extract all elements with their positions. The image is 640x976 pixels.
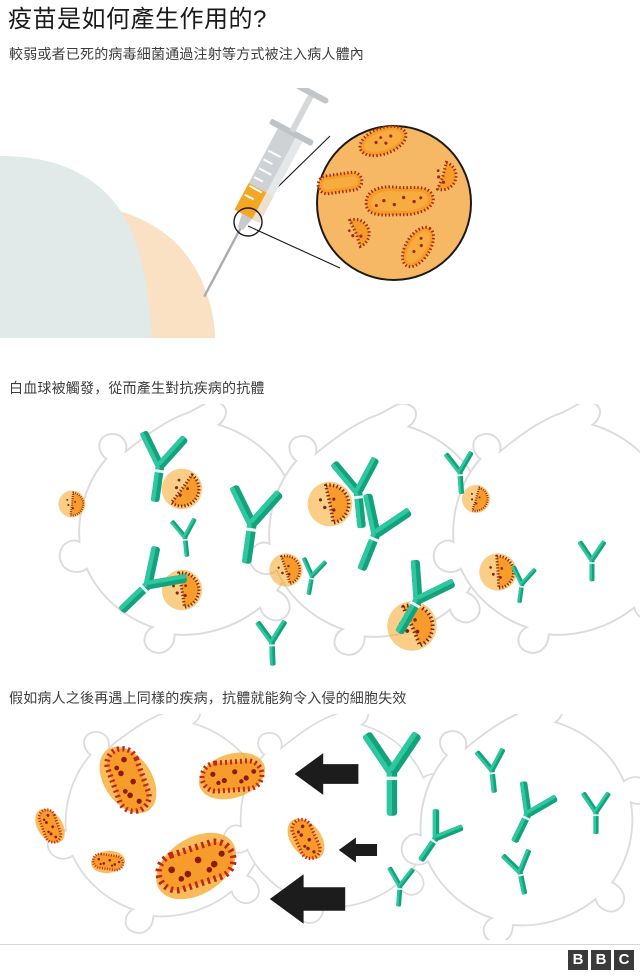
pathogen [57, 489, 87, 519]
shirt-sleeve [0, 156, 152, 338]
page-subtitle: 較弱或者已死的病毒細菌通過注射等方式被注入病人體內 [9, 46, 364, 62]
page-title: 疫苗是如何產生作用的? [8, 6, 267, 33]
syringe-needle [203, 225, 243, 297]
magnifier-guide-line-bottom [247, 225, 341, 269]
bbc-logo-letter-2: B [591, 950, 611, 970]
pathogen [401, 225, 435, 269]
pathogen [347, 217, 371, 249]
syringe-graduations [244, 149, 282, 201]
pathogen [316, 170, 364, 196]
syringe-barrel-highlight [252, 136, 304, 223]
antibody [255, 619, 289, 667]
syringe-flange [269, 119, 314, 146]
pathogen [358, 124, 408, 158]
illustration-antibody-production [57, 404, 640, 667]
caption-step-3: 假如病人之後再遇上同樣的疾病，抗體就能夠令入侵的細胞失效 [9, 690, 407, 706]
magnifier-circle [316, 124, 472, 281]
illustration-injection [0, 88, 472, 338]
footer-divider [0, 944, 640, 945]
illustration-reinfection-defence [25, 714, 640, 940]
magnifier-origin-marker [233, 207, 263, 237]
bbc-logo-letter-3: C [614, 950, 634, 970]
caption-step-2: 白血球被觸發，從而產生對抗疾病的抗體 [9, 380, 265, 396]
syringe-plunger-rod [289, 94, 314, 133]
pathogen [435, 160, 458, 192]
syringe [203, 88, 329, 297]
pathogen [364, 185, 435, 217]
bbc-logo-letter-1: B [568, 950, 588, 970]
syringe-plunger-head [295, 88, 329, 104]
bbc-logo: B B C [568, 950, 634, 970]
